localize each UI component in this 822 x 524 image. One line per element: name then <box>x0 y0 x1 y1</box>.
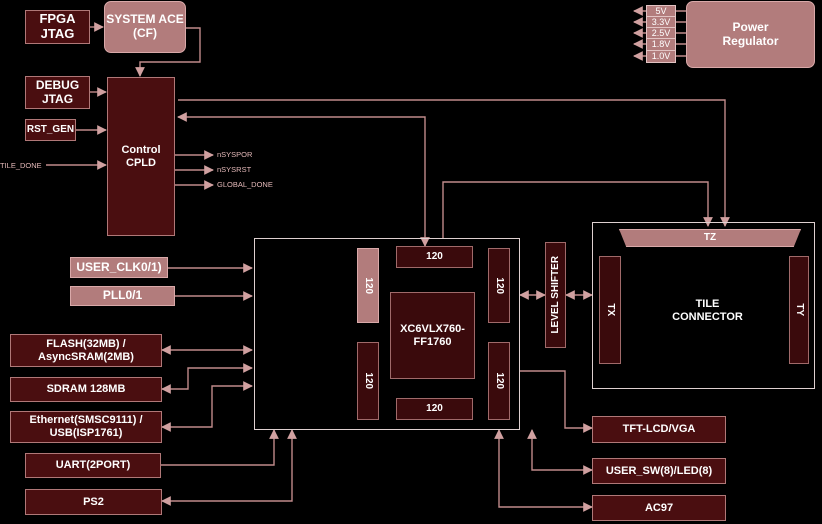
sdram-block: SDRAM 128MB <box>10 377 162 402</box>
connector-ty: TY <box>789 256 809 364</box>
wire-fpga-ac97 <box>494 429 593 512</box>
ac97-block: AC97 <box>592 495 726 521</box>
user-clk-block: USER_CLK0/1) <box>70 257 168 278</box>
fpga-jtag-block: FPGA JTAG <box>25 10 90 44</box>
level-shifter-block: LEVEL SHIFTER <box>545 242 566 348</box>
wire-uart-fpga <box>161 429 279 466</box>
ethernet-block: Ethernet(SMSC9111) / USB(ISP1761) <box>10 411 162 443</box>
wire-ps2-fpga <box>161 429 297 506</box>
bank-left-lower: 120 <box>357 342 379 420</box>
tile-connector-region <box>592 222 815 389</box>
ps2-block: PS2 <box>25 489 162 515</box>
bank-top: 120 <box>396 246 473 268</box>
fpga-region <box>254 238 520 430</box>
voltage-1v8: 1.8V <box>646 38 676 51</box>
tile-connector-label: TILE CONNECTOR <box>672 298 743 323</box>
nsyspor-label: nSYSPOR <box>217 150 253 159</box>
connector-tx: TX <box>599 256 621 364</box>
tft-lcd-block: TFT-LCD/VGA <box>592 416 726 443</box>
power-regulator-block: Power Regulator <box>686 1 815 68</box>
tile-done-label: TILE_DONE <box>0 161 42 170</box>
bank-right-upper: 120 <box>488 248 510 323</box>
control-cpld-block: Control CPLD <box>107 77 175 236</box>
wire-eth-fpga <box>161 381 253 432</box>
wire-fpga-tz <box>442 181 713 238</box>
global-done-label: GLOBAL_DONE <box>217 180 273 189</box>
wire-fpga-tft <box>520 370 593 433</box>
wire-cpld-fpga <box>177 112 430 247</box>
bank-left-upper: 120 <box>357 248 379 323</box>
flash-block: FLASH(32MB) / AsyncSRAM(2MB) <box>10 334 162 367</box>
bank-bottom: 120 <box>396 398 473 420</box>
connector-tz: TZ <box>619 229 801 247</box>
wire-cpld-tile <box>178 99 730 227</box>
voltage-1v0: 1.0V <box>646 50 676 63</box>
user-sw-led-block: USER_SW(8)/LED(8) <box>592 458 726 484</box>
system-ace-block: SYSTEM ACE (CF) <box>104 1 186 53</box>
wire-ace-cpld <box>135 27 201 77</box>
pll-block: PLL0/1 <box>70 286 175 306</box>
nsysrst-label: nSYSRST <box>217 165 252 174</box>
bank-right-lower: 120 <box>488 342 510 420</box>
wire-fpga-usersw <box>527 429 593 475</box>
rst-gen-block: RST_GEN <box>25 119 76 141</box>
debug-jtag-block: DEBUG JTAG <box>25 76 90 109</box>
uart-block: UART(2PORT) <box>25 453 161 478</box>
fpga-chip: XC6VLX760- FF1760 <box>390 292 475 379</box>
